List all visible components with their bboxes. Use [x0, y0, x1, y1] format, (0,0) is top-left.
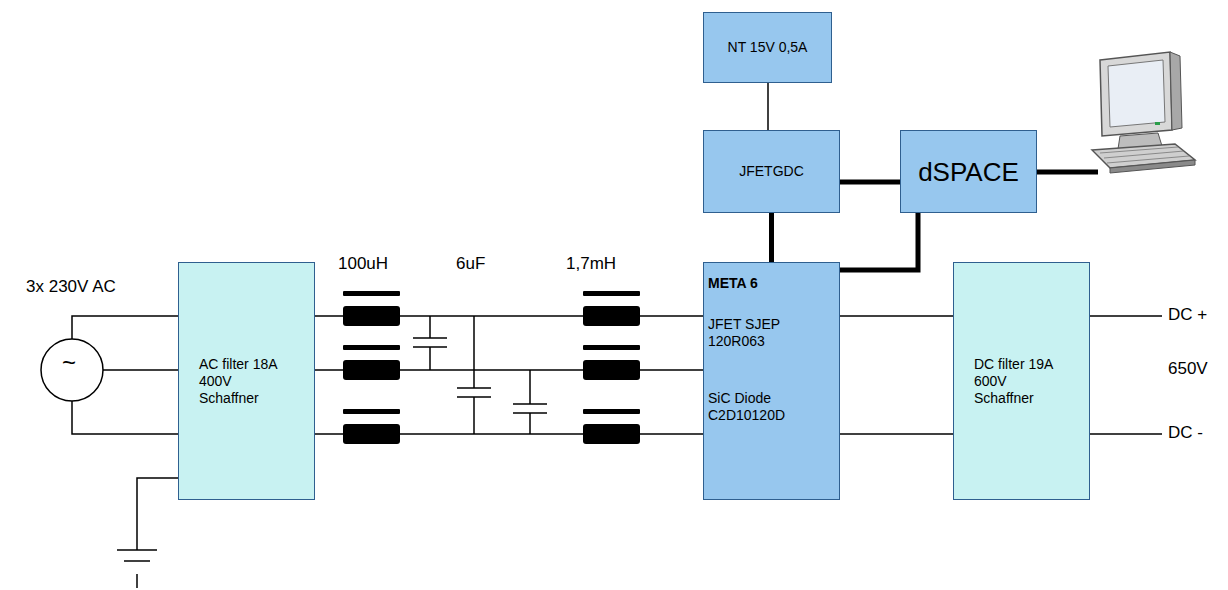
- dc-filter-box: DC filter 19A 600V Schaffner: [953, 262, 1090, 500]
- voltage-label: 650V: [1166, 359, 1210, 379]
- terminal-label: DC +: [1166, 305, 1209, 325]
- capacitance-label: 6uF: [454, 254, 487, 274]
- ground-symbol: [117, 478, 178, 588]
- inductor-symbol: [343, 291, 400, 444]
- bus-connection: [840, 213, 918, 270]
- box-text: JFET SJEP 120R063: [708, 316, 820, 350]
- box-text: SiC Diode C2D10120D: [708, 390, 820, 424]
- inductance-label: 1,7mH: [564, 254, 618, 274]
- bus-connection: [769, 213, 774, 262]
- wire: [767, 83, 769, 130]
- box-title: dSPACE: [918, 156, 1019, 188]
- box-title: JFETGDC: [739, 163, 804, 180]
- computer-icon: [1092, 52, 1195, 173]
- wire: [840, 433, 953, 435]
- data-link: [1037, 170, 1098, 175]
- power-supply-box: NT 15V 0,5A: [703, 12, 832, 83]
- box-title: NT 15V 0,5A: [728, 39, 808, 56]
- ac-filter-box: AC filter 18A 400V Schaffner: [178, 262, 315, 500]
- inductor-symbol: [583, 291, 640, 444]
- controller-box: dSPACE: [900, 130, 1037, 213]
- source-label: 3x 230V AC: [24, 277, 118, 297]
- terminal-label: DC -: [1166, 423, 1205, 443]
- box-title: META 6: [708, 275, 820, 292]
- box-title: AC filter 18A 400V Schaffner: [199, 356, 283, 407]
- dc-output-wire: [1090, 316, 1162, 434]
- ac-symbol-text: ~: [60, 353, 78, 373]
- capacitor-symbol: [413, 316, 547, 434]
- gate-driver-box: JFETGDC: [703, 130, 840, 213]
- ac-source-symbol: [41, 316, 178, 434]
- inductance-label: 100uH: [336, 254, 390, 274]
- bus-connection: [840, 180, 900, 185]
- wire: [840, 315, 953, 317]
- converter-box: META 6 JFET SJEP 120R063SiC Diode C2D1012…: [703, 262, 840, 500]
- box-title: DC filter 19A 600V Schaffner: [974, 356, 1058, 407]
